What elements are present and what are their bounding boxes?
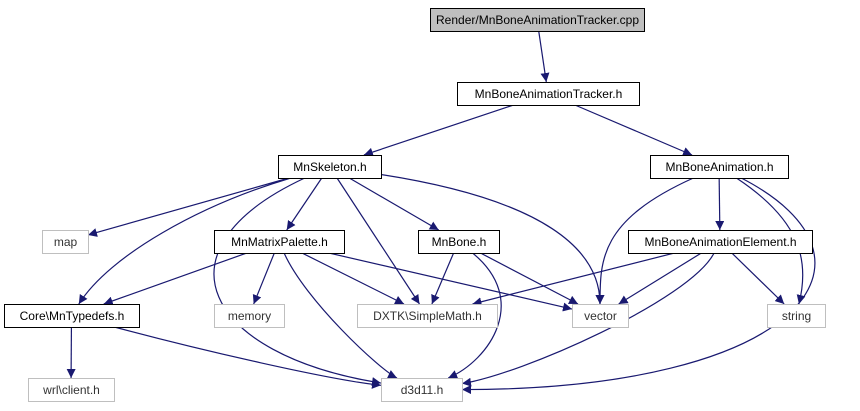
node-map: map [42,230,89,254]
edge-matrixpalette_h-to-memory [252,252,275,305]
edge-element_h-to-vector [618,252,702,305]
node-label: wrl\client.h [42,383,100,397]
node-label: string [782,309,811,323]
edge-matrixpalette_h-to-vector [328,252,573,312]
node-label: MnBoneAnimationTracker.h [475,87,623,101]
edge-skeleton_h-to-d3d11_h [213,177,382,387]
edge-arrow [538,30,550,83]
node-box [28,378,115,402]
edge-arrow [87,177,290,237]
edge-arrow [380,173,605,305]
node-box [214,304,285,328]
node-label: MnMatrixPalette.h [231,235,328,249]
node-box [572,304,629,328]
node-label: Core\MnTypedefs.h [20,309,125,323]
node-memory: memory [214,304,285,328]
edge-skeleton_h-to-matrixpalette_h [286,177,323,231]
node-simplemath_h: DXTK\SimpleMath.h [357,304,498,328]
edge-bone_h-to-simplemath_h [431,252,455,305]
edge-skeleton_h-to-bone_h [348,177,440,231]
node-wrl_client_h: wrl\client.h [28,378,115,402]
edge-arrow [715,177,725,231]
node-label: MnBoneAnimation.h [665,160,773,174]
edge-arrow [286,177,323,231]
edge-skeleton_h-to-simplemath_h [336,177,420,305]
edge-skeleton_h-to-typedefs_h [78,177,291,305]
node-box [4,304,140,328]
node-box [42,230,89,254]
node-label: Render/MnBoneAnimationTracker.cpp [436,13,639,27]
node-d3d11_h: d3d11.h [381,378,463,402]
edge-arrow [731,252,785,305]
edge-arrow [328,252,573,312]
edge-matrixpalette_h-to-typedefs_h [103,252,247,306]
node-box [767,304,826,328]
node-box [214,230,345,254]
edge-arrow [595,177,694,305]
edges-layer [66,30,816,395]
node-label: map [54,235,78,249]
node-box [457,82,640,106]
edge-element_h-to-string [731,252,785,305]
node-label: memory [228,309,271,323]
edge-skeleton_h-to-vector [380,173,605,305]
edge-arrow [472,252,675,307]
edge-arrow [574,104,693,156]
node-string: string [767,304,826,328]
node-root[interactable]: Render/MnBoneAnimationTracker.cpp [430,8,645,32]
edge-boneanim_h-to-vector [595,177,694,305]
node-label: d3d11.h [401,383,444,397]
edge-arrow [114,326,382,389]
edge-element_h-to-simplemath_h [472,252,675,307]
node-label: MnBone.h [432,235,487,249]
node-box [430,8,645,32]
node-matrixpalette_h[interactable]: MnMatrixPalette.h [214,230,345,254]
node-label: vector [584,309,617,323]
node-tracker_h[interactable]: MnBoneAnimationTracker.h [457,82,640,106]
edge-tracker_h-to-boneanim_h [574,104,693,156]
node-box [628,230,813,254]
node-box [357,304,498,328]
node-box [278,155,382,179]
edge-element_h-to-d3d11_h [461,252,715,387]
node-box [418,230,500,254]
edge-arrow [431,252,455,305]
node-boneanim_h[interactable]: MnBoneAnimation.h [650,155,789,179]
node-box [650,155,789,179]
edge-matrixpalette_h-to-simplemath_h [301,252,405,305]
node-skeleton_h[interactable]: MnSkeleton.h [278,155,382,179]
edge-arrow [301,252,405,305]
edge-tracker_h-to-skeleton_h [363,104,514,157]
node-bone_h[interactable]: MnBone.h [418,230,500,254]
node-label: MnBoneAnimationElement.h [644,235,796,249]
node-box [381,378,463,402]
edge-arrow [103,252,247,306]
node-element_h[interactable]: MnBoneAnimationElement.h [628,230,813,254]
edge-arrow [252,252,275,305]
edge-bone_h-to-vector [480,252,579,305]
node-label: MnSkeleton.h [293,160,366,174]
edge-skeleton_h-to-map [87,177,290,237]
node-label: DXTK\SimpleMath.h [373,309,482,323]
edge-arrow [480,252,579,305]
node-typedefs_h[interactable]: Core\MnTypedefs.h [4,304,140,328]
edge-typedefs_h-to-d3d11_h [114,326,382,389]
edge-arrow [618,252,702,305]
edge-root-to-tracker_h [538,30,550,83]
nodes-layer: Render/MnBoneAnimationTracker.cppMnBoneA… [4,8,826,402]
edge-matrixpalette_h-to-d3d11_h [283,252,398,379]
edge-arrow [348,177,440,231]
edge-arrow [336,177,420,305]
edge-arrow [213,177,382,387]
edge-boneanim_h-to-element_h [715,177,725,231]
node-vector: vector [572,304,629,328]
edge-arrow [461,252,715,387]
edge-arrow [283,252,398,379]
edge-arrow [78,177,291,305]
edge-arrow [363,104,514,157]
